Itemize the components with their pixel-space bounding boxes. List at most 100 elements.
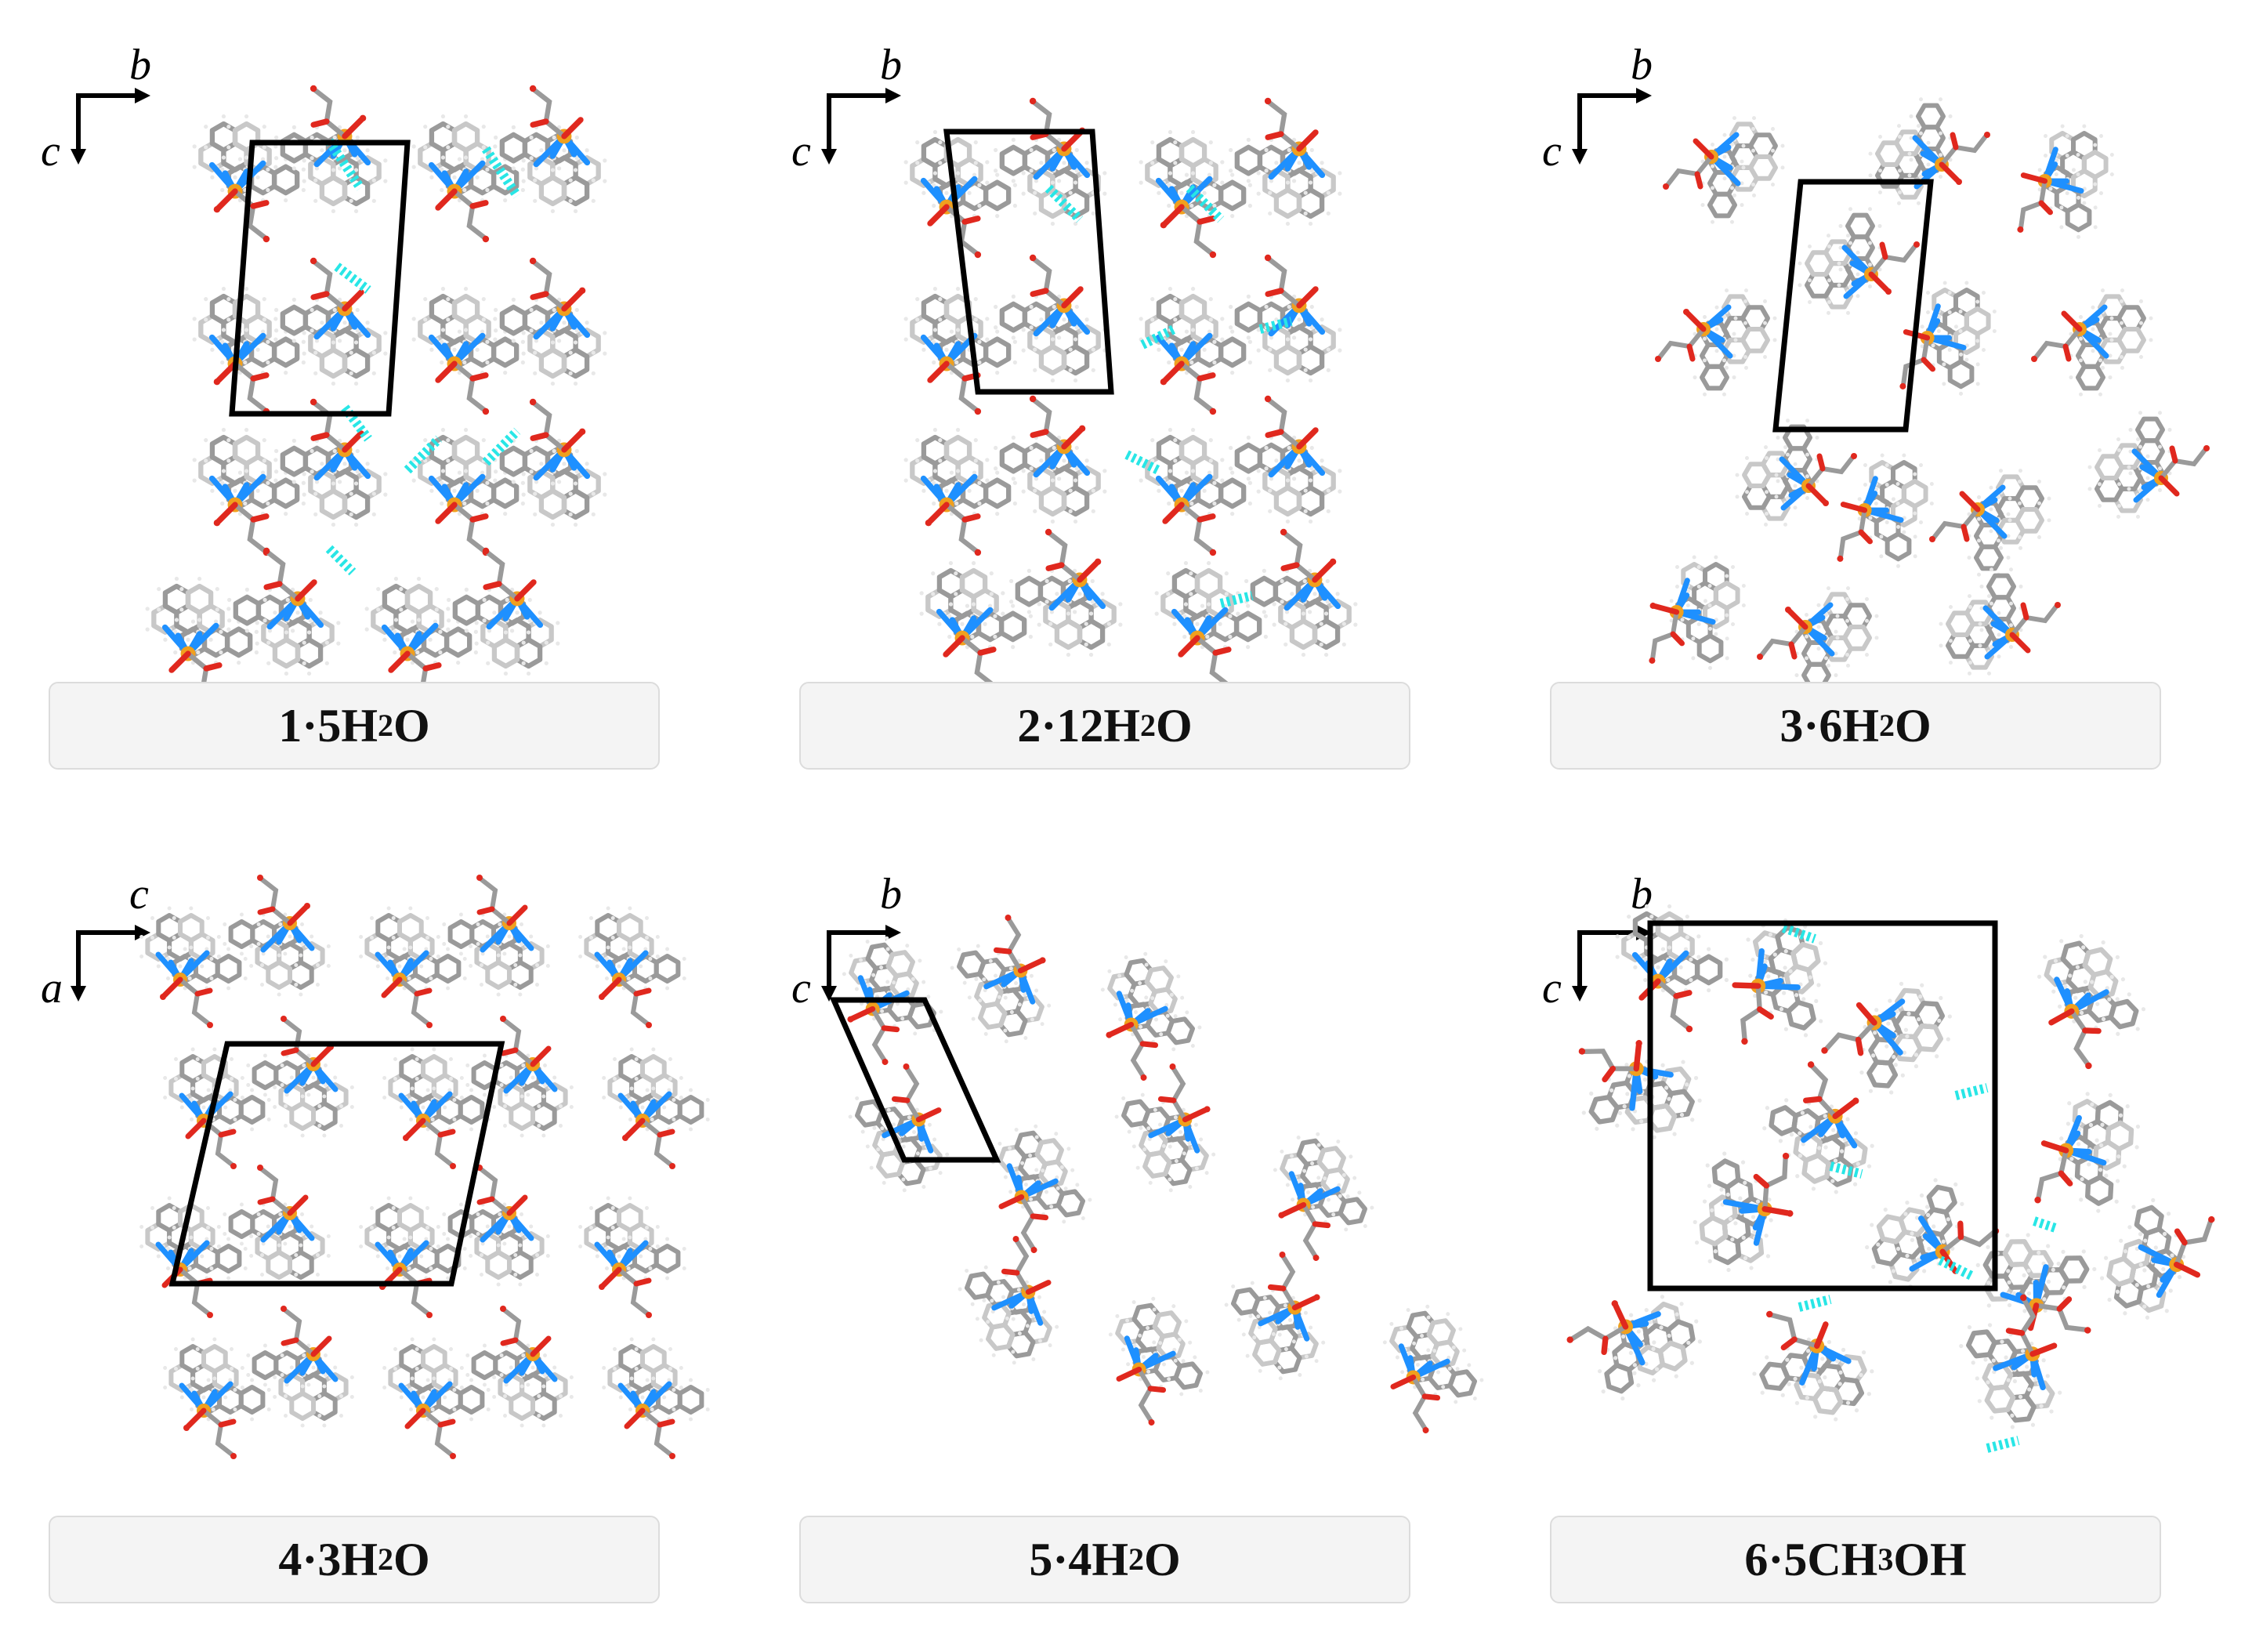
molecule-unit (602, 1338, 710, 1460)
hydrogen-bond (2034, 1221, 2058, 1229)
molecule-unit (1249, 1122, 1392, 1273)
molecule-unit (932, 902, 1075, 1053)
molecule-unit (494, 258, 606, 386)
molecule-unit (1859, 1167, 2008, 1304)
molecule-unit (1097, 1051, 1240, 1202)
molecule-unit (1819, 976, 1954, 1099)
molecule-unit (1229, 98, 1341, 226)
packing-view-4 (0, 837, 752, 1527)
molecule-unit (223, 875, 331, 997)
molecule-unit (1757, 586, 1879, 690)
molecule-unit (193, 287, 306, 415)
molecule-unit (1736, 418, 1858, 527)
molecule-unit (1207, 1239, 1349, 1390)
molecule-unit (465, 1306, 574, 1428)
hydrogen-bond (329, 549, 353, 572)
molecule-unit (1139, 428, 1252, 556)
molecule-unit (1139, 287, 1252, 415)
molecule-unit (920, 561, 1033, 689)
molecule-unit (1549, 1002, 1718, 1173)
molecule-unit (1655, 288, 1777, 397)
molecule-unit (904, 287, 1017, 415)
molecule-unit (1614, 540, 1773, 690)
molecule-unit (1229, 396, 1341, 523)
hydrogen-bond (1799, 1299, 1830, 1307)
packing-view-6 (1501, 837, 2252, 1527)
molecule-unit (274, 399, 387, 527)
molecule-unit (139, 907, 248, 1029)
molecule-unit (1692, 902, 1863, 1072)
hydrogen-bond (337, 266, 368, 290)
molecule-unit (831, 1051, 973, 1202)
molecule-unit (442, 1165, 550, 1287)
hydrogen-bond (1956, 1088, 1987, 1096)
packing-view-5 (751, 837, 1503, 1527)
molecule-unit (1929, 469, 2051, 577)
molecule-unit (223, 1165, 331, 1287)
molecule-unit (2017, 926, 2161, 1080)
packing-view-1 (0, 0, 752, 690)
hydrogen-bond (1987, 1440, 2018, 1448)
molecule-unit (139, 1197, 248, 1319)
molecule-unit (602, 1048, 710, 1170)
molecule-unit (1077, 942, 1219, 1093)
molecule-unit (163, 1048, 271, 1170)
molecule-unit (359, 1197, 467, 1319)
molecule-unit (412, 114, 525, 242)
molecule-unit (246, 1016, 354, 1138)
molecule-unit (1732, 1282, 1886, 1444)
molecule-unit (1982, 109, 2142, 263)
molecule-unit (1802, 438, 1961, 592)
molecule-unit (940, 1223, 1083, 1375)
molecule-unit (146, 577, 259, 690)
molecule-unit (227, 548, 340, 676)
molecule-unit (412, 287, 525, 415)
molecule-unit (1663, 116, 1785, 224)
packing-view-2 (751, 0, 1503, 690)
molecule-unit (578, 907, 686, 1029)
molecule-unit (1798, 207, 1921, 315)
molecule-unit (274, 258, 387, 386)
molecule-unit (1009, 529, 1122, 657)
molecule-unit (2031, 288, 2153, 397)
molecule-unit (2088, 411, 2210, 519)
molecule-unit (578, 1197, 686, 1319)
molecule-unit (994, 396, 1106, 523)
molecule-unit (1359, 1295, 1501, 1446)
molecule-unit (2081, 1181, 2239, 1330)
packing-view-3 (1501, 0, 2252, 690)
molecule-unit (1155, 561, 1268, 689)
molecule-unit (1661, 1122, 1831, 1288)
molecule-unit (447, 548, 559, 676)
molecule-unit (193, 428, 306, 556)
molecule-unit (904, 428, 1017, 556)
molecule-unit (365, 577, 478, 690)
molecule-unit (382, 1338, 491, 1460)
molecule-unit (246, 1306, 354, 1428)
molecule-unit (1244, 529, 1357, 657)
molecule-unit (163, 1338, 271, 1460)
molecule-unit (382, 1048, 491, 1170)
molecule-unit (1084, 1287, 1227, 1438)
molecule-unit (994, 98, 1106, 226)
molecule-unit (994, 255, 1106, 382)
hydrogen-bond (1830, 1166, 1862, 1174)
molecule-unit (1754, 1056, 1885, 1198)
molecule-unit (465, 1016, 574, 1138)
molecule-unit (494, 399, 606, 527)
molecule-unit (359, 907, 467, 1029)
molecule-unit (1554, 1269, 1713, 1419)
molecule-unit (1939, 567, 2062, 676)
molecule-unit (442, 875, 550, 997)
